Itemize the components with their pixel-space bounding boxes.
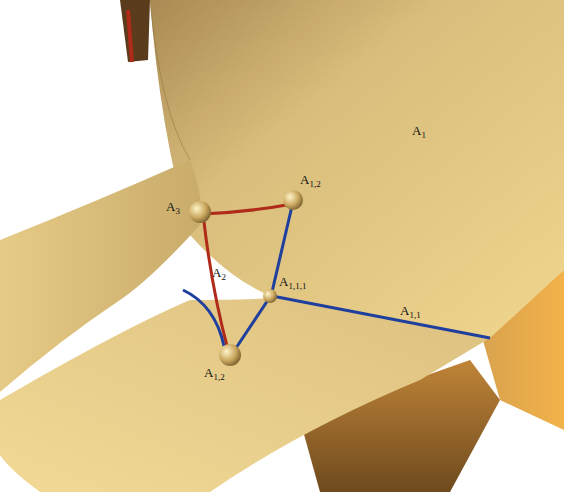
stratum-label: A1,1 [400, 304, 421, 317]
stratum-label: A1,2 [204, 366, 225, 379]
stratum-label: A3 [166, 200, 180, 213]
stratum-label: A2 [212, 266, 226, 279]
stratum-label: A1,2 [300, 173, 321, 186]
stratum-label: A1 [412, 124, 426, 137]
stratum-label: A1,1,1 [279, 275, 306, 288]
